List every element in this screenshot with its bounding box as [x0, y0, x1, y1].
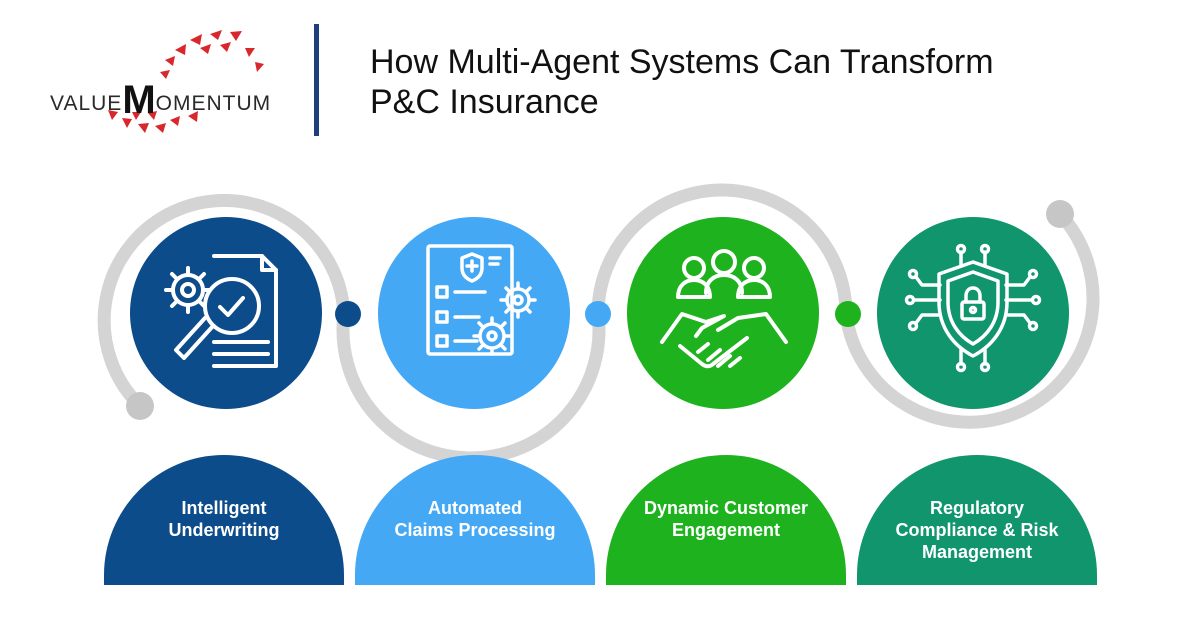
claims-checklist-gears-icon	[426, 244, 537, 356]
ring-end-dot-right	[1046, 200, 1074, 228]
step-label-line: Compliance & Risk	[895, 520, 1059, 540]
step-label: Intelligent Underwriting	[119, 497, 329, 541]
underwriting-magnifier-gear-icon	[164, 254, 278, 368]
title-line-2: P&C Insurance	[370, 83, 599, 121]
ring-end-dot-left	[126, 392, 154, 420]
joint-dot-3	[835, 301, 861, 327]
step-circle-3	[627, 217, 819, 409]
step-label-line: Underwriting	[168, 520, 280, 540]
step-label-line: Intelligent	[181, 498, 267, 518]
step-label-line: Claims Processing	[394, 520, 556, 540]
ring-arc-4	[839, 207, 1100, 429]
joint-dot-1	[335, 301, 361, 327]
compliance-shield-lock-icon	[904, 243, 1042, 373]
step-label-line: Regulatory	[929, 498, 1025, 518]
page-title: How Multi-Agent Systems Can Transform P&…	[370, 42, 1090, 122]
logo-wordmark: VALUEMOMENTUM	[50, 78, 290, 123]
company-logo: VALUEMOMENTUM	[40, 20, 290, 140]
step-label-line: Management	[921, 542, 1033, 562]
customer-handshake-group-icon	[660, 249, 788, 369]
step-label: Dynamic Customer Engagement	[621, 497, 831, 541]
step-label: Automated Claims Processing	[370, 497, 580, 541]
step-circle-2	[378, 217, 570, 409]
step-label-line: Dynamic Customer	[643, 498, 809, 518]
logo-word-post: OMENTUM	[155, 92, 272, 115]
step-label-line: Automated	[428, 498, 522, 518]
title-line-1: How Multi-Agent Systems Can Transform	[370, 43, 994, 81]
logo-word-pre: VALUE	[50, 92, 123, 115]
logo-initial: M	[122, 78, 156, 122]
joint-dot-2	[585, 301, 611, 327]
header-divider	[314, 24, 319, 136]
ring-arc-1	[97, 194, 351, 413]
step-label: Regulatory Compliance & Risk Management	[872, 497, 1082, 563]
logo-triangle-swirl	[108, 30, 264, 133]
step-label-line: Engagement	[671, 520, 781, 540]
ring-arc-3	[591, 183, 853, 321]
